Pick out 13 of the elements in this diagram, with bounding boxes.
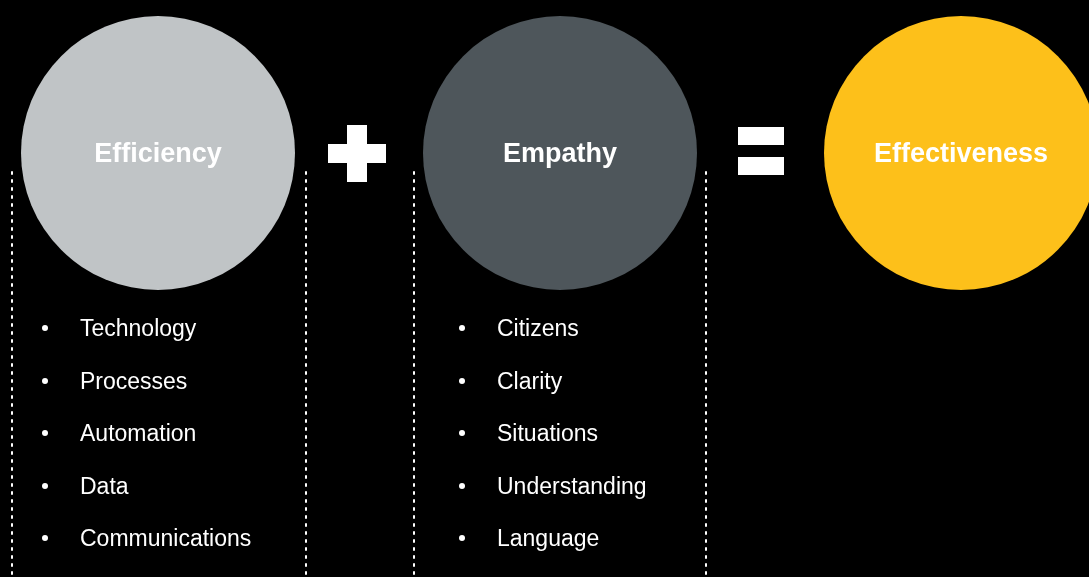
circle-title: Empathy — [503, 137, 617, 169]
list-item: Situations — [497, 419, 598, 447]
list-item: Understanding — [497, 472, 647, 500]
list-item: Communications — [80, 524, 252, 552]
list-item: Technology — [80, 314, 197, 342]
list-item: Language — [497, 524, 600, 552]
circle-title: Efficiency — [94, 137, 222, 169]
list-item: Clarity — [497, 367, 563, 395]
list-item: Data — [80, 472, 129, 500]
list-item: Processes — [80, 367, 188, 395]
list-item: Citizens — [497, 314, 579, 342]
list-item: Automation — [80, 419, 197, 447]
circle-title: Effectiveness — [873, 137, 1049, 169]
